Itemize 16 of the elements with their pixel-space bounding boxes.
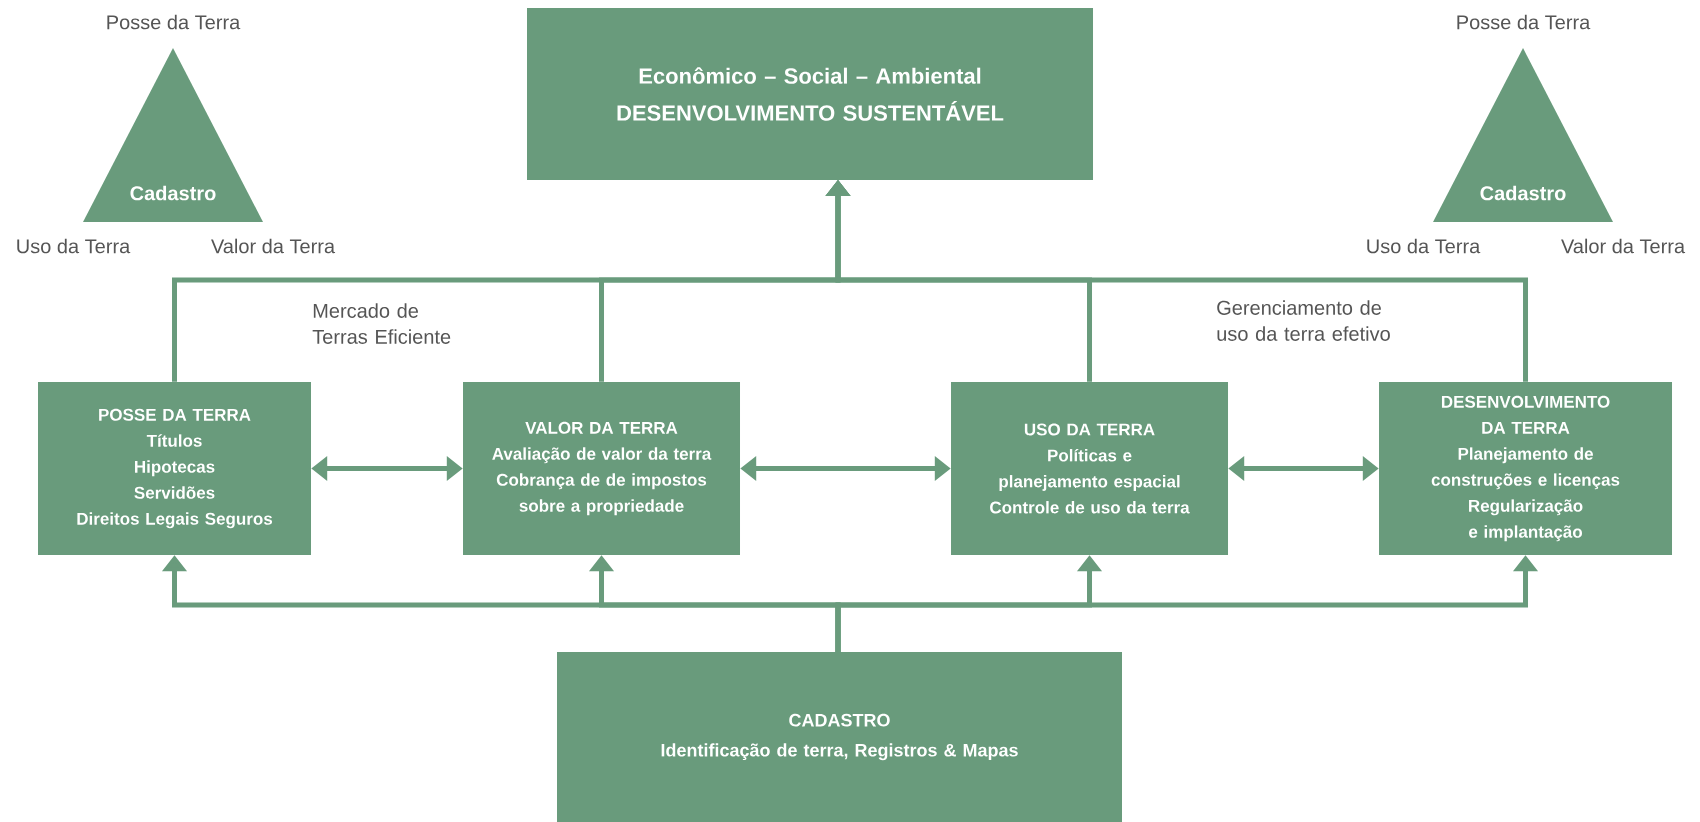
text-box: CADASTRO Identificação de terra, Registros & Mapas [557, 652, 1122, 822]
note-text: Gerenciamento de uso da terra efetivo [1217, 300, 1390, 341]
corner-label: Valor da Terra [1561, 238, 1686, 254]
text-box: Econômico – Social – Ambiental DESENVOLVIMENTO SUSTENTÁVEL [527, 8, 1093, 180]
text-box: VALOR DA TERRA Avaliação de valor da terra Cobrança de de impostos sobre a propriedade [463, 382, 740, 555]
triangle: Cadastro [83, 48, 263, 222]
triangle: Cadastro [1433, 48, 1613, 222]
corner-label: Uso da Terra [1367, 238, 1481, 254]
corner-label: Posse da Terra [107, 14, 241, 30]
corner-label: Posse da Terra [1457, 14, 1591, 30]
corner-label: Valor da Terra [211, 238, 336, 254]
note-text: Mercado de Terras Eficiente [312, 303, 451, 344]
corner-label: Uso da Terra [17, 238, 131, 254]
text-box: DESENVOLVIMENTO DA TERRA Planejamento de construções e licenças Regularização e implantação [1379, 382, 1672, 555]
text-box: POSSE DA TERRA Títulos Hipotecas Servidões Direitos Legais Seguros [38, 382, 311, 555]
text-box: USO DA TERRA Políticas e planejamento espacial Controle de uso da terra [951, 382, 1228, 555]
